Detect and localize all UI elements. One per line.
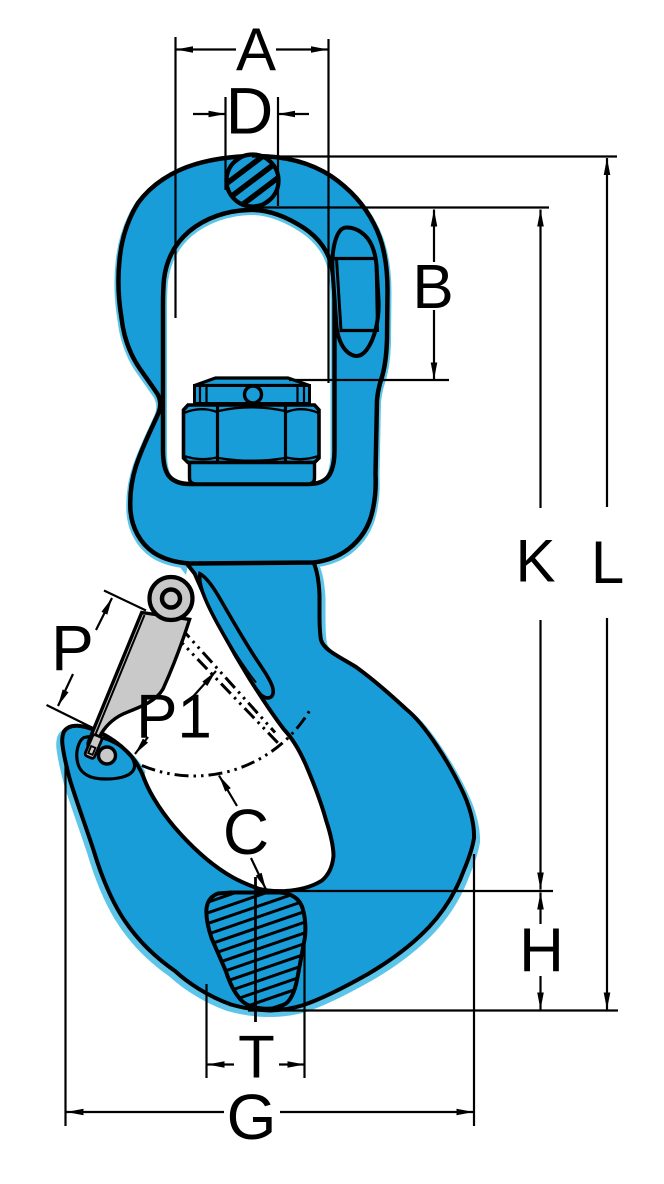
svg-text:D: D [226, 74, 274, 148]
svg-text:H: H [519, 917, 564, 986]
svg-text:A: A [236, 16, 276, 83]
svg-text:G: G [227, 1081, 277, 1153]
svg-text:C: C [223, 796, 269, 868]
svg-text:B: B [412, 253, 453, 322]
svg-text:P1: P1 [136, 683, 212, 752]
svg-text:T: T [238, 1024, 275, 1091]
svg-text:P: P [51, 612, 94, 684]
svg-text:L: L [591, 529, 624, 596]
svg-text:K: K [515, 528, 555, 595]
